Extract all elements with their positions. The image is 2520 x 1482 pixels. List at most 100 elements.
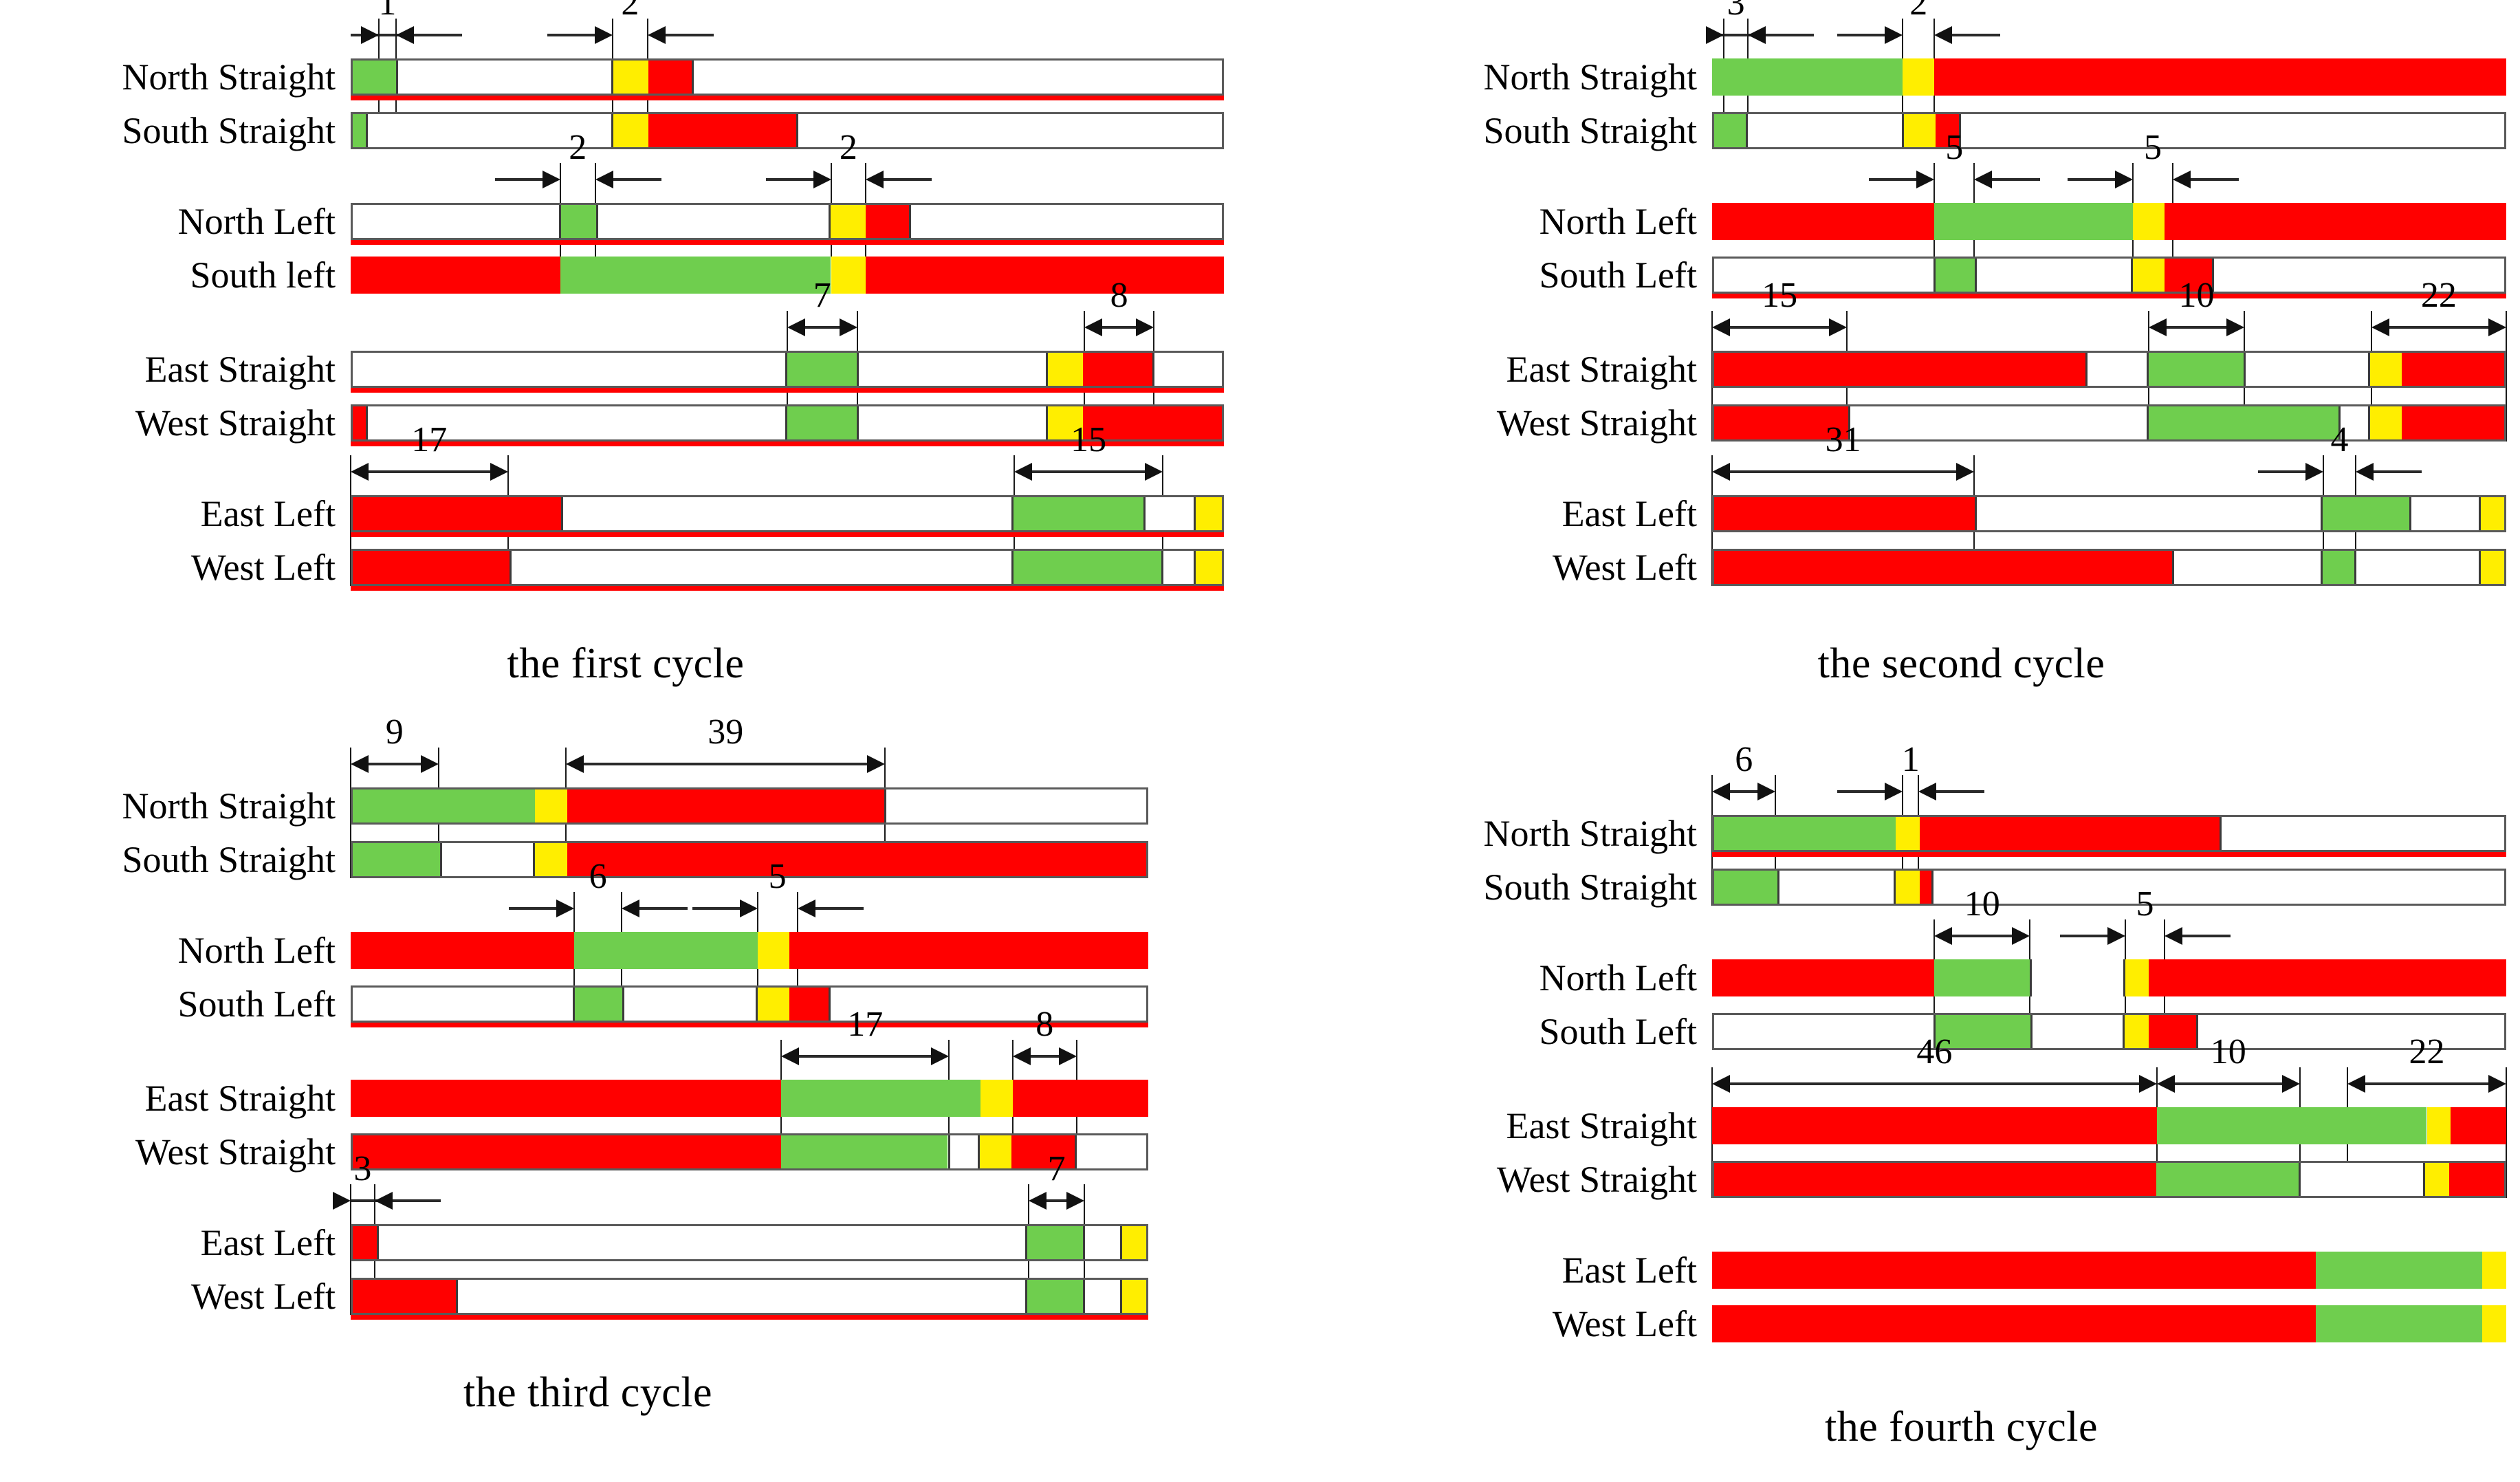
cycle-4-row-east-straight: East Straight [1506,1107,2506,1144]
dim-arrow-right-icon [839,318,857,336]
dim-line [1948,935,2016,937]
segment-yellow [2369,353,2402,386]
segment-white [509,551,1014,584]
dim-line [2162,326,2231,329]
dim-tail-left [1869,178,1918,181]
dim-tail-right [2182,935,2231,937]
dim-tail-right [1936,790,1985,793]
signal-bar-east-straight [1712,351,2506,388]
dim-arrow-left-icon [797,900,815,917]
dim-tail-left [765,178,814,181]
dim-tail-right [414,34,463,36]
signal-bar-north-straight [1712,58,2506,96]
segment-green [1714,871,1777,904]
signal-bar-west-left [1712,549,2506,586]
segment-red [567,843,1146,876]
segment-red [1012,1080,1148,1117]
segment-yellow [1048,406,1083,439]
segment-yellow [2480,497,2504,530]
row-label-south-left: South Left [1539,254,1697,296]
segment-red [353,1226,377,1259]
segment-green [781,1135,948,1168]
red-underline [351,1023,1148,1027]
dim-line [1042,1199,1071,1202]
segment-white [456,1280,1027,1313]
segment-red [789,932,1148,969]
dimension-label: 8 [1110,276,1128,315]
dim-arrow-left-icon [2149,318,2167,336]
dim-arrow-right-icon [556,900,574,917]
cycle-3-row-north-left: North Left [178,932,1148,969]
cycle-4-row-south-straight: South Straight [1483,869,2506,906]
signal-bar-south-straight [351,112,1224,149]
segment-yellow [2125,959,2149,996]
dim-arrow-left-icon [396,26,415,44]
dim-tail-right [2373,470,2422,473]
segment-red [1712,1252,2316,1289]
dim-arrow-right-icon [1757,783,1776,800]
signal-bar-north-straight [351,58,1224,96]
dim-arrow-right-icon [2305,463,2324,481]
dim-arrow-left-icon [1747,26,1766,44]
cycle-3-row-east-straight: East Straight [145,1080,1148,1117]
segment-white [1152,353,1222,386]
segment-white [622,988,758,1021]
segment-yellow [979,1135,1011,1168]
signal-bar-south-straight [351,841,1148,878]
red-underline [351,442,1224,446]
cycle-4-row-west-straight: West Straight [1497,1161,2506,1198]
cycle-1-row-south-left: South left [190,257,1224,294]
segment-yellow [2426,1107,2451,1144]
dimension-label: 7 [1047,1149,1066,1188]
segment-yellow [2369,406,2402,439]
dim-line [1026,1055,1063,1058]
segment-green [2315,1305,2483,1342]
row-label-east-left: East Left [1562,493,1697,534]
segment-white [2030,959,2125,996]
segment-white [595,205,831,238]
dimension-label: 10 [1964,884,2000,924]
segment-red [865,205,909,238]
segment-yellow [2425,1163,2449,1196]
row-label-west-left: West Left [190,547,336,588]
segment-yellow [535,843,567,876]
segment-red [1714,497,1975,530]
row-label-east-straight: East Straight [1506,1105,1697,1146]
segment-green [2156,1107,2427,1144]
dimension-label: 7 [813,276,831,315]
dim-arrow-right-icon [1916,171,1935,188]
signal-bar-west-left [351,549,1224,586]
segment-red [351,1080,782,1117]
signal-bar-south-left [1712,257,2506,294]
row-label-west-left: West Left [1552,1303,1697,1344]
segment-white [2030,1015,2125,1048]
segment-red [2401,353,2504,386]
dim-arrow-left-icon [1712,1075,1730,1093]
dimension-label: 22 [2420,276,2457,315]
signal-bar-west-straight [1712,404,2506,442]
cycle-2-row-north-straight: North Straight [1484,58,2506,96]
row-label-north-straight: North Straight [122,56,336,98]
segment-white [1777,871,1896,904]
segment-green [353,61,397,94]
dim-arrow-left-icon [2347,1075,2365,1093]
segment-green [1027,1280,1083,1313]
segment-red [1934,58,2506,96]
segment-white [796,114,1222,147]
segment-white [1143,497,1196,530]
segment-white [1745,114,1904,147]
dim-line [801,326,844,329]
segment-yellow [1896,817,1920,850]
row-label-east-left: East Left [1562,1250,1697,1291]
dim-arrow-right-icon [867,755,886,773]
signal-bar-west-straight [351,404,1224,442]
dimension-label: 10 [2210,1032,2246,1071]
segment-yellow [2482,1252,2506,1289]
dimension-label: 31 [1825,420,1861,459]
cycle-3-row-west-left: West Left [191,1278,1148,1320]
